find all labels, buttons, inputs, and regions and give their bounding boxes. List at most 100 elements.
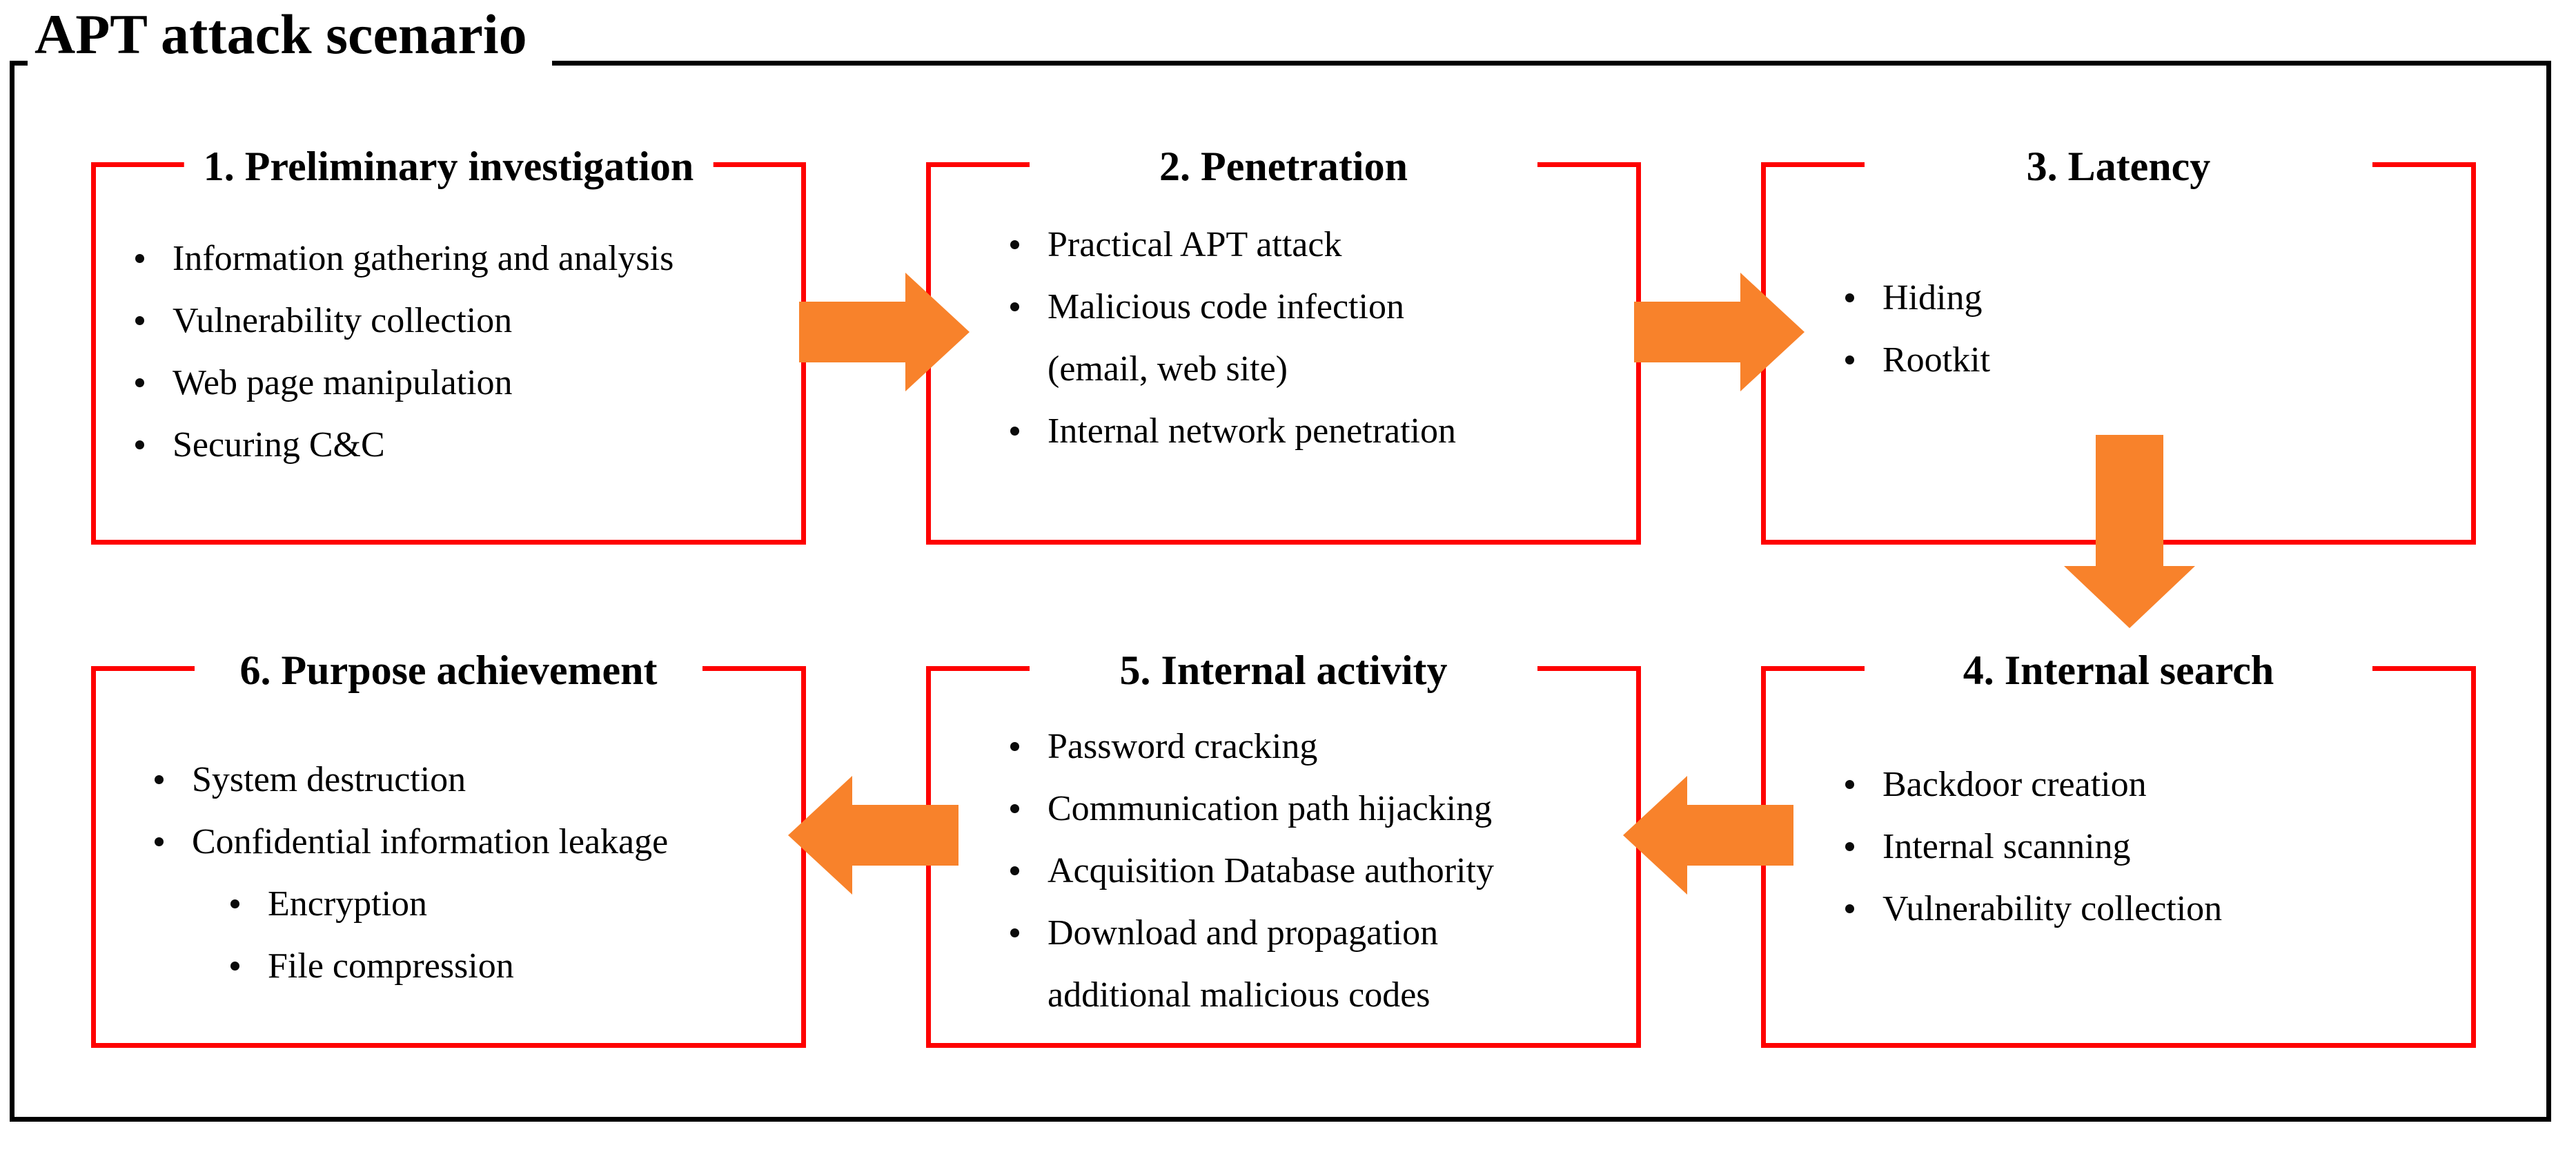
box-content: Hiding Rootkit (1761, 162, 2476, 545)
bullet-item: Download and propagation (1009, 902, 1627, 964)
box-border-top-right-segment (1537, 666, 1641, 671)
box-border-top-left-segment (1761, 162, 1865, 167)
box-title: 4. Internal search (1943, 645, 2294, 695)
bullet-item: Vulnerability collection (134, 290, 792, 352)
box-border-bottom (926, 540, 1641, 545)
item-text: Securing C&C (173, 425, 385, 465)
arrow-shaft (1634, 302, 1740, 362)
outer-frame (10, 61, 2551, 1122)
arrow-head (2064, 566, 2195, 628)
arrow-box3-to-box4-down-icon (2064, 435, 2195, 628)
bullet-item: Hiding (1844, 267, 2462, 329)
item-text: additional malicious codes (1048, 975, 1430, 1015)
box-internal-activity: 5. Internal activity Password cracking C… (926, 645, 1641, 1048)
box-title: 3. Latency (2007, 142, 2230, 191)
bullet-item: Vulnerability collection (1844, 878, 2462, 940)
bullet-item: Confidential information leakage (153, 811, 792, 873)
bullet-item: Backdoor creation (1844, 754, 2462, 816)
bullet-icon (229, 935, 268, 997)
item-text: Backdoor creation (1882, 765, 2147, 804)
item-text: File compression (268, 946, 514, 986)
item-text: Web page manipulation (173, 363, 513, 402)
box-purpose-achievement: 6. Purpose achievement System destructio… (91, 645, 806, 1048)
box-title: 6. Purpose achievement (220, 645, 677, 695)
box-border-left (91, 162, 96, 545)
arrow-head (1740, 273, 1805, 391)
box-content: Password cracking Communication path hij… (926, 666, 1641, 1048)
item-text: System destruction (192, 760, 466, 799)
bullet-item-continuation: additional malicious codes (1009, 964, 1627, 1026)
bullet-icon (134, 228, 173, 290)
item-text: Rootkit (1882, 340, 1991, 380)
box-border-right (2471, 666, 2476, 1048)
bullet-icon (1009, 778, 1048, 840)
box-title: 2. Penetration (1140, 142, 1427, 191)
box-content: Information gathering and analysis Vulne… (91, 162, 806, 545)
item-text: Confidential information leakage (192, 822, 669, 861)
item-text: Communication path hijacking (1048, 789, 1493, 828)
box-title: 1. Preliminary investigation (184, 142, 714, 191)
arrow-box5-to-box6-left-icon (788, 776, 958, 895)
bullet-icon (1844, 267, 1882, 329)
bullet-item-continuation: (email, web site) (1009, 338, 1627, 400)
arrow-head (788, 776, 852, 895)
box-border-top-right-segment (2372, 162, 2476, 167)
bullet-subitem: Encryption (229, 873, 792, 935)
bullet-item: Malicious code infection (1009, 276, 1627, 338)
bullet-subitem: File compression (229, 935, 792, 997)
bullet-item: Rootkit (1844, 329, 2462, 391)
bullet-icon (1009, 400, 1048, 462)
box-border-top-left-segment (926, 666, 1030, 671)
bullet-icon (134, 352, 173, 414)
box-internal-search: 4. Internal search Backdoor creation Int… (1761, 645, 2476, 1048)
bullet-icon (1844, 754, 1882, 816)
box-border-top-right-segment (1537, 162, 1641, 167)
box-border-right (2471, 162, 2476, 545)
box-content: System destruction Confidential informat… (91, 666, 806, 1048)
bullet-item: Securing C&C (134, 414, 792, 476)
arrow-box1-to-box2-right-icon (799, 273, 970, 391)
bullet-item: System destruction (153, 749, 792, 811)
bullet-icon (134, 290, 173, 352)
box-border-top-left-segment (1761, 666, 1865, 671)
bullet-icon (1009, 276, 1048, 338)
arrow-shaft (1687, 805, 1793, 866)
bullet-icon (1844, 878, 1882, 940)
item-text: Malicious code infection (1048, 287, 1404, 327)
bullet-icon (1844, 816, 1882, 878)
item-text: Vulnerability collection (173, 301, 513, 340)
bullet-item: Internal network penetration (1009, 400, 1627, 462)
item-text: Internal scanning (1882, 827, 2131, 866)
box-border-top-left-segment (91, 666, 195, 671)
bullet-icon (1009, 840, 1048, 902)
item-text: Acquisition Database authority (1048, 851, 1494, 890)
bullet-spacer (1009, 338, 1048, 400)
bullet-item: Communication path hijacking (1009, 778, 1627, 840)
bullet-item: Information gathering and analysis (134, 228, 792, 290)
item-text: Hiding (1882, 278, 1983, 318)
box-penetration: 2. Penetration Practical APT attack Mali… (926, 142, 1641, 545)
bullet-icon (1009, 716, 1048, 778)
box-border-top-right-segment (2372, 666, 2476, 671)
bullet-item: Practical APT attack (1009, 214, 1627, 276)
arrow-head (1623, 776, 1687, 895)
item-text: Encryption (268, 884, 428, 924)
bullet-spacer (1009, 964, 1048, 1026)
bullet-icon (1009, 214, 1048, 276)
arrow-shaft (852, 805, 958, 866)
figure-title: APT attack scenario (28, 3, 552, 72)
bullet-icon (153, 811, 192, 873)
box-border-bottom (926, 1043, 1641, 1048)
bullet-icon (1009, 902, 1048, 964)
item-text: Practical APT attack (1048, 225, 1342, 264)
item-text: Internal network penetration (1048, 411, 1456, 451)
item-text: Vulnerability collection (1882, 889, 2223, 928)
box-preliminary-investigation: 1. Preliminary investigation Information… (91, 142, 806, 545)
arrow-shaft (799, 302, 905, 362)
bullet-icon (134, 414, 173, 476)
box-border-left (91, 666, 96, 1048)
item-text: Password cracking (1048, 727, 1318, 766)
box-border-top-right-segment (702, 162, 806, 167)
item-text: (email, web site) (1048, 349, 1288, 389)
